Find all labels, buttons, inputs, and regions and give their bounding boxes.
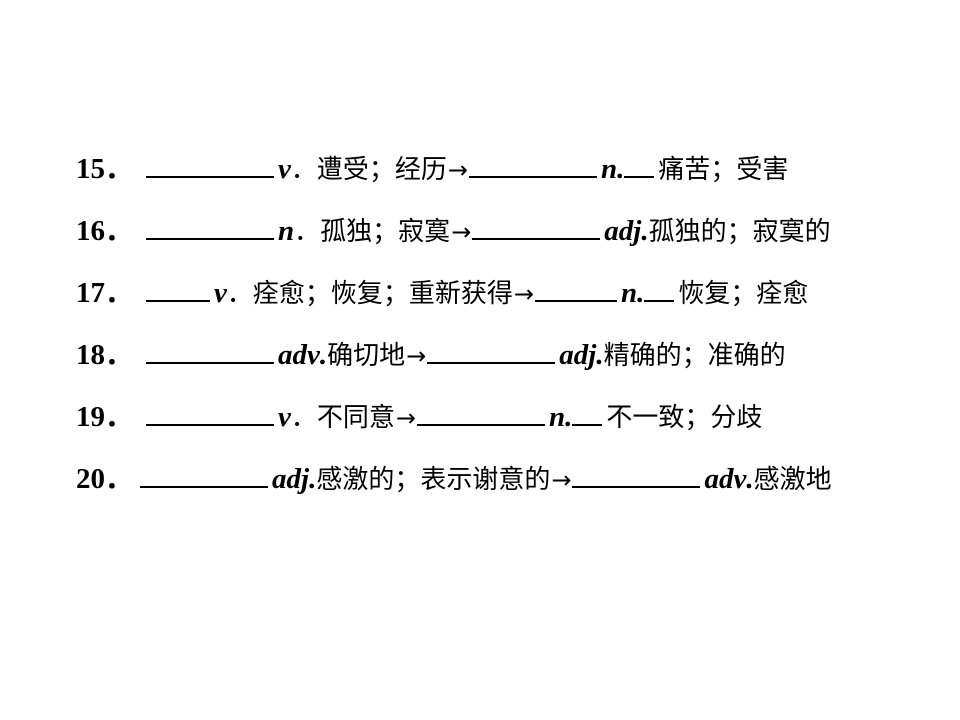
exercise-item-19: 19． v ． 不同意 → n . 不一致；分歧 <box>76 396 946 458</box>
separator-1: . <box>319 339 328 371</box>
part-of-speech-2: adv <box>704 463 747 495</box>
part-of-speech-2: n <box>601 153 618 185</box>
separator-2: . <box>641 215 649 247</box>
arrow-icon: → <box>406 342 427 370</box>
separator-1: ． <box>290 403 317 433</box>
answer-blank-1[interactable] <box>146 396 275 426</box>
separator-2: . <box>596 339 604 371</box>
arrow-icon: → <box>513 280 535 308</box>
exercise-item-15: 15． v ． 遭受；经历 → n . 痛苦；受害 <box>76 148 946 210</box>
part-of-speech-1: n <box>278 215 295 247</box>
meaning-1: 感激的；表示谢意的 <box>316 465 551 495</box>
item-number: 18． <box>76 339 135 371</box>
meaning-2: 孤独的；寂寞的 <box>648 217 831 247</box>
separator-2: . <box>746 463 754 495</box>
meaning-2: 不一致；分歧 <box>606 403 763 433</box>
meaning-2: 痛苦；受害 <box>658 155 789 185</box>
meaning-1: 孤独；寂寞 <box>320 217 451 247</box>
arrow-icon: → <box>447 156 469 184</box>
separator-1: ． <box>226 279 253 309</box>
answer-blank-1[interactable] <box>146 148 275 178</box>
exercise-item-17: 17． v ． 痊愈；恢复；重新获得 → n . 恢复；痊愈 <box>76 272 946 334</box>
part-of-speech-1: adj <box>272 463 310 495</box>
part-of-speech-2: adj <box>559 339 597 371</box>
part-of-speech-1: adv <box>278 339 320 371</box>
underline-gap <box>624 148 655 178</box>
item-number: 16． <box>76 215 135 247</box>
meaning-1: 不同意 <box>316 403 395 433</box>
exercise-list: 15． v ． 遭受；经历 → n . 痛苦；受害 16． n ． 孤独；寂寞 … <box>76 148 946 520</box>
answer-blank-1[interactable] <box>146 334 275 364</box>
item-number: 19． <box>76 401 135 433</box>
exercise-item-16: 16． n ． 孤独；寂寞 → adj . 孤独的；寂寞的 <box>76 210 946 272</box>
part-of-speech-2: adj <box>604 215 642 247</box>
underline-gap <box>644 272 675 302</box>
meaning-2: 感激地 <box>753 465 832 495</box>
answer-blank-2[interactable] <box>417 396 546 426</box>
item-number: 20． <box>76 463 135 495</box>
meaning-2: 精确的；准确的 <box>603 341 786 371</box>
meaning-2: 恢复；痊愈 <box>678 279 809 309</box>
separator-2: . <box>565 401 573 433</box>
separator-1: ． <box>290 155 317 185</box>
part-of-speech-1: v <box>278 153 291 185</box>
arrow-icon: → <box>451 218 472 246</box>
part-of-speech-2: n <box>549 401 566 433</box>
item-number: 17． <box>76 277 135 309</box>
answer-blank-2[interactable] <box>472 210 601 240</box>
meaning-1: 确切地 <box>327 341 406 371</box>
answer-blank-1[interactable] <box>140 458 269 488</box>
item-number: 15． <box>76 153 135 185</box>
answer-blank-2[interactable] <box>535 272 618 302</box>
part-of-speech-2: n <box>621 277 638 309</box>
separator-1: ． <box>294 217 321 247</box>
meaning-1: 痊愈；恢复；重新获得 <box>252 279 513 309</box>
answer-blank-2[interactable] <box>572 458 701 488</box>
separator-2: . <box>617 153 625 185</box>
answer-blank-2[interactable] <box>469 148 598 178</box>
exercise-item-20: 20． adj . 感激的；表示谢意的 → adv . 感激地 <box>76 458 946 520</box>
underline-gap <box>572 396 603 426</box>
separator-2: . <box>637 277 645 309</box>
part-of-speech-1: v <box>278 401 291 433</box>
arrow-icon: → <box>551 466 572 494</box>
answer-blank-1[interactable] <box>146 272 211 302</box>
arrow-icon: → <box>395 404 417 432</box>
answer-blank-2[interactable] <box>427 334 556 364</box>
exercise-item-18: 18． adv . 确切地 → adj . 精确的；准确的 <box>76 334 946 396</box>
meaning-1: 遭受；经历 <box>316 155 447 185</box>
answer-blank-1[interactable] <box>146 210 275 240</box>
separator-1: . <box>309 463 317 495</box>
part-of-speech-1: v <box>214 277 227 309</box>
